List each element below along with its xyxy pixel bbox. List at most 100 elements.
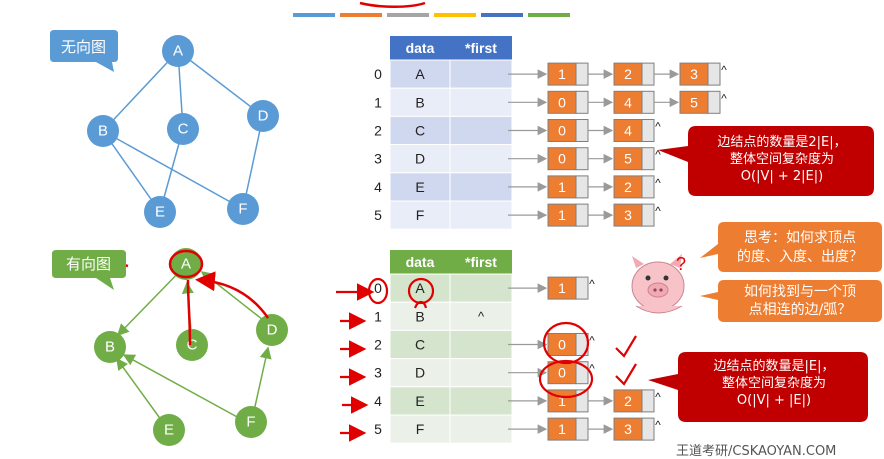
row-vertex: B bbox=[415, 308, 424, 324]
edge-node-value: 1 bbox=[558, 179, 566, 195]
row-index: 3 bbox=[374, 151, 382, 167]
edge-node-next bbox=[641, 203, 655, 227]
edge-node-value: 3 bbox=[624, 421, 632, 437]
row-vertex: E bbox=[415, 179, 424, 195]
directed-node-f bbox=[235, 406, 267, 438]
edge-node-value: 1 bbox=[558, 207, 566, 223]
table-cell-data bbox=[389, 115, 451, 146]
undirected-node-d bbox=[247, 100, 279, 132]
edge-node-value: 0 bbox=[558, 151, 566, 167]
directed-node-label: C bbox=[187, 337, 198, 354]
directed-node-label: E bbox=[164, 422, 174, 439]
row-vertex: A bbox=[415, 280, 425, 296]
edge-node-next bbox=[641, 175, 655, 199]
table-cell-first bbox=[449, 115, 513, 146]
undirected-node-label: C bbox=[178, 121, 189, 138]
null-pointer: ^ bbox=[721, 63, 727, 77]
table-header-first bbox=[450, 36, 512, 60]
edge-node-next bbox=[641, 147, 655, 171]
red-annotations-table bbox=[336, 277, 842, 442]
table-cell-first bbox=[449, 87, 513, 117]
undirected-node-label: A bbox=[173, 43, 183, 60]
row-vertex: A bbox=[415, 66, 425, 82]
directed-label-bubble bbox=[52, 250, 126, 290]
row-index: 2 bbox=[374, 123, 382, 139]
undirected-node-b bbox=[87, 115, 119, 147]
undirected-label-bubble bbox=[50, 30, 118, 72]
edge-node-value: 5 bbox=[690, 94, 698, 110]
directed-node-c bbox=[176, 329, 208, 361]
undirected-node-f bbox=[227, 193, 259, 225]
table-cell-data bbox=[389, 144, 451, 174]
edge-node-next bbox=[575, 119, 589, 142]
arc-a-b bbox=[116, 264, 187, 337]
row-vertex: E bbox=[415, 393, 424, 409]
null-pointer: ^ bbox=[478, 309, 485, 324]
edge-node-next bbox=[641, 119, 655, 142]
row-index: 0 bbox=[374, 280, 382, 296]
top-stripe bbox=[434, 13, 476, 17]
row-index: 1 bbox=[374, 94, 382, 110]
null-pointer: ^ bbox=[655, 204, 661, 218]
table-cell-first bbox=[449, 172, 513, 202]
null-pointer: ^ bbox=[655, 176, 661, 190]
row-index: 5 bbox=[374, 421, 382, 437]
table-cell-data bbox=[389, 301, 451, 331]
row-index: 2 bbox=[374, 337, 382, 353]
directed-node-d bbox=[256, 314, 288, 346]
edge-a-d bbox=[177, 50, 264, 117]
edge-b-f bbox=[102, 130, 244, 210]
directed-node-a bbox=[170, 248, 202, 280]
header-label: data bbox=[406, 40, 435, 56]
table-cell-first bbox=[449, 358, 513, 388]
undirected-edges-callout-text: 边结点的数量是2|E|， 整体空间复杂度为 O(|V| + 2|E|) bbox=[717, 135, 847, 184]
row-vertex: F bbox=[416, 421, 425, 437]
edge-node-next bbox=[707, 62, 721, 86]
row-vertex: F bbox=[416, 207, 425, 223]
directed-node-b bbox=[94, 331, 126, 363]
row-index: 0 bbox=[374, 66, 382, 82]
header-label: data bbox=[406, 254, 435, 270]
header-label: *first bbox=[465, 40, 497, 56]
svg-text:?: ? bbox=[676, 254, 686, 274]
table-header-data bbox=[390, 250, 450, 274]
top-stripe bbox=[387, 13, 429, 17]
edge-node-value: 4 bbox=[624, 123, 632, 139]
edge-node-next bbox=[575, 203, 589, 227]
edge-node-next bbox=[641, 417, 655, 441]
table-cell-first bbox=[449, 301, 513, 331]
think-callout-text: 思考：如何求顶点 的度、入度、出度？ bbox=[737, 230, 863, 265]
edge-node-value: 2 bbox=[624, 393, 632, 409]
table-cell-first bbox=[449, 386, 513, 416]
arc-f-b bbox=[122, 354, 251, 425]
edge-node-value: 0 bbox=[558, 337, 566, 353]
row-index: 3 bbox=[374, 365, 382, 381]
edge-node-next bbox=[641, 90, 655, 114]
edge-node-value: 5 bbox=[624, 151, 632, 167]
edge-node-value: 0 bbox=[558, 365, 566, 381]
undirected-node-c bbox=[167, 113, 199, 145]
edge-b-e bbox=[102, 130, 161, 213]
directed-node-label: F bbox=[246, 414, 255, 431]
find-callout bbox=[700, 280, 882, 322]
pig-mascot-icon: ? bbox=[631, 254, 686, 314]
row-index: 4 bbox=[374, 393, 382, 409]
edge-node-value: 1 bbox=[558, 421, 566, 437]
edge-node-value: 4 bbox=[624, 94, 632, 110]
edge-node-next bbox=[707, 90, 721, 114]
table-cell-first bbox=[449, 200, 513, 230]
row-index: 5 bbox=[374, 207, 382, 223]
directed-edges-callout bbox=[648, 352, 868, 422]
edge-node-value: 1 bbox=[558, 393, 566, 409]
directed-node-label: D bbox=[267, 322, 278, 339]
directed-graph-label: 有向图 bbox=[66, 255, 112, 273]
edge-node-value: 2 bbox=[624, 179, 632, 195]
edge-node-value: 0 bbox=[558, 94, 566, 110]
table-cell-first bbox=[449, 144, 513, 174]
edge-node-value: 0 bbox=[558, 123, 566, 139]
